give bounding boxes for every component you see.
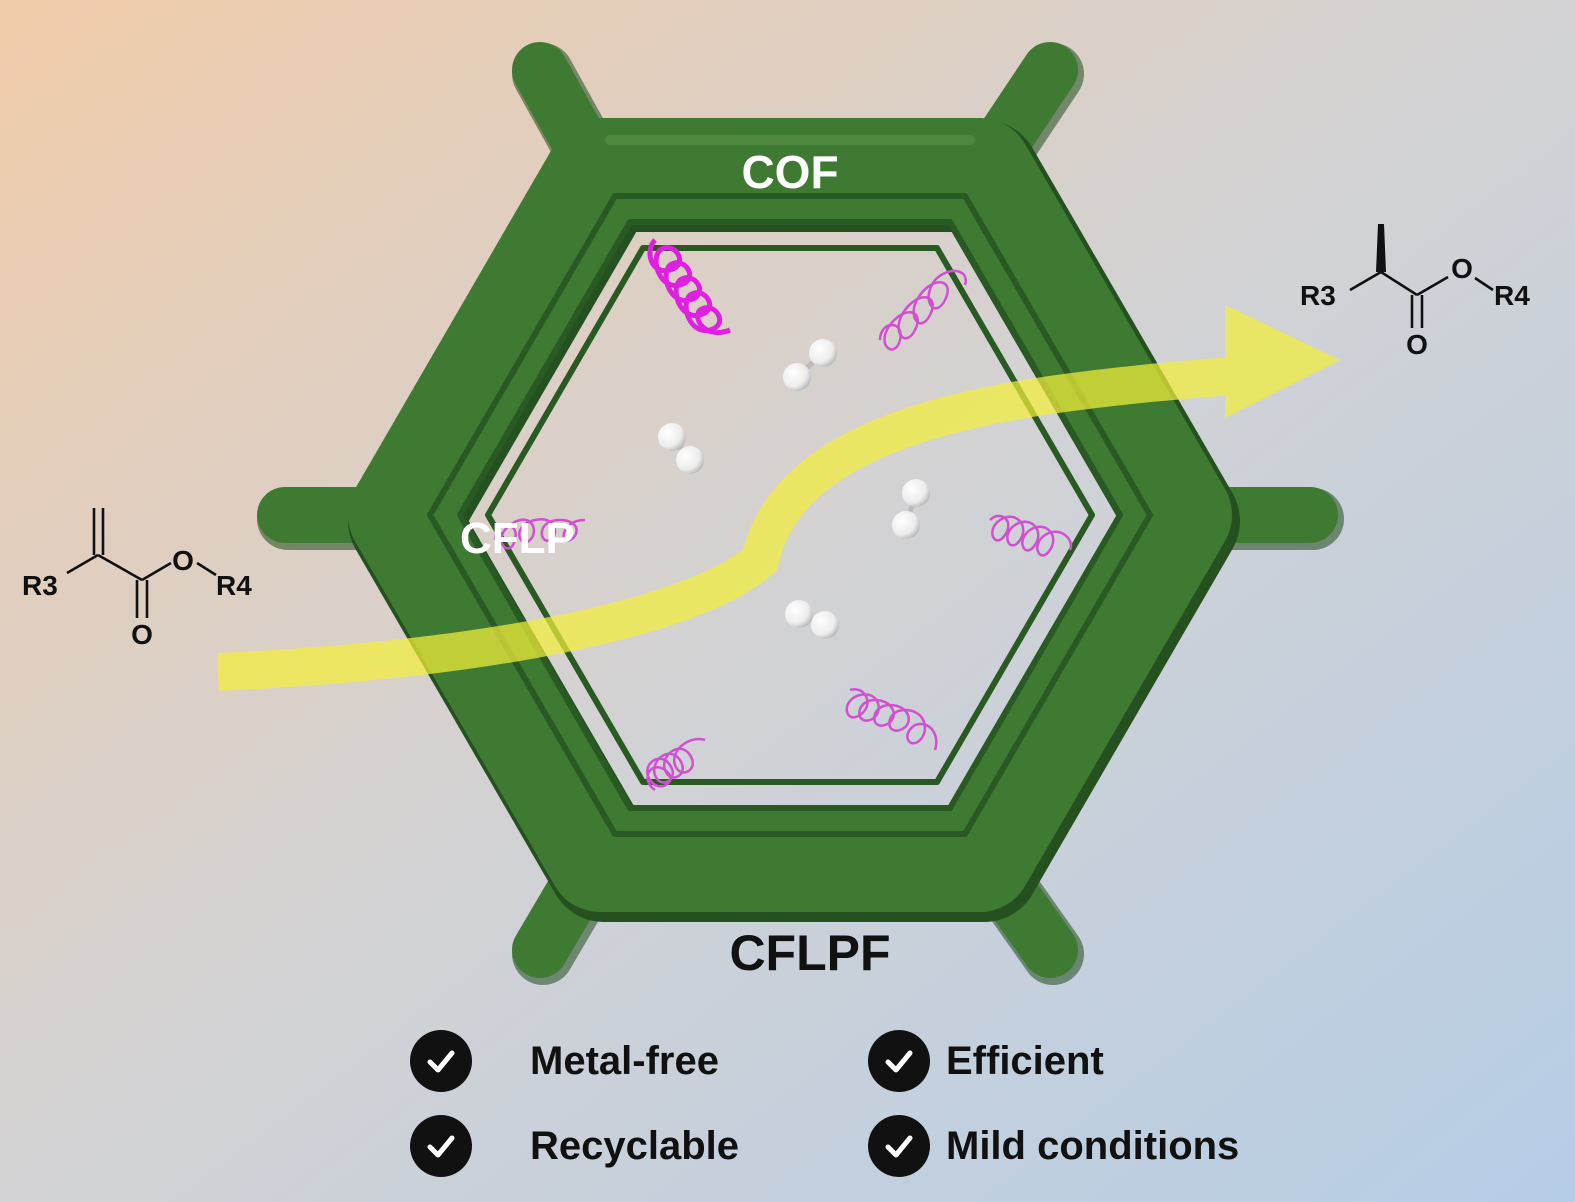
h2-molecule: [892, 479, 930, 539]
product-o-carbonyl: O: [1406, 329, 1428, 360]
helix-left: [493, 517, 586, 550]
helix-top-left: [647, 238, 731, 335]
reactant-r3: R3: [22, 570, 58, 601]
product-r4: R4: [1494, 280, 1530, 311]
helix-top-right: [878, 269, 967, 351]
h2-molecule: [658, 423, 704, 474]
cof-framework: [257, 42, 1344, 985]
h2-molecules: [658, 339, 930, 639]
cflp-label: CFLP: [460, 514, 575, 563]
product-structure: [1349, 224, 1494, 328]
cflpf-label: CFLPF: [729, 925, 890, 981]
cflp-helices: [493, 238, 1073, 792]
product-o-ester: O: [1451, 253, 1473, 284]
product-r3: R3: [1300, 280, 1336, 311]
reactant-structure: [66, 508, 217, 618]
reactant-o-carbonyl: O: [131, 619, 153, 650]
reaction-arrow: [217, 305, 1340, 691]
reactant-o-ester: O: [172, 545, 194, 576]
h2-molecule: [783, 339, 837, 391]
h2-molecule: [785, 600, 839, 639]
helix-bottom-right: [845, 687, 938, 751]
cof-label: COF: [741, 146, 838, 198]
helix-bottom-left: [646, 737, 706, 792]
helix-right: [989, 514, 1073, 557]
reactant-r4: R4: [216, 570, 252, 601]
